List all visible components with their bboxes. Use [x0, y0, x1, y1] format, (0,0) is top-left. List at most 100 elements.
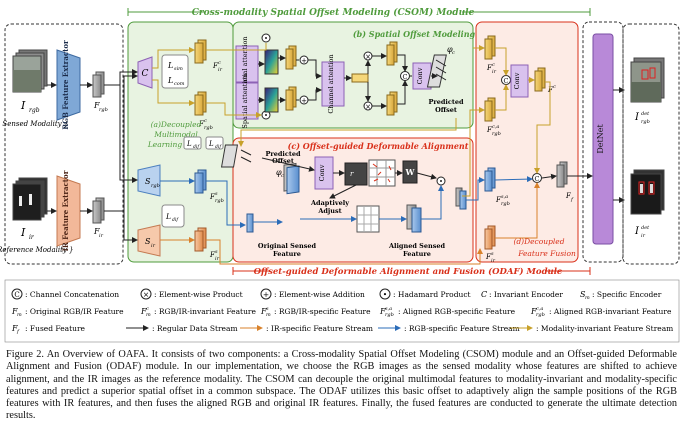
loss-dif-3: L	[165, 212, 171, 221]
deform-sampling-grid	[356, 205, 380, 233]
svg-text:ir: ir	[641, 233, 646, 239]
channel-attention-label: Channel attention	[327, 54, 335, 113]
legend-fused-symbol: F	[11, 324, 18, 333]
svg-text:+: +	[301, 97, 307, 105]
ir-output-label: I	[634, 226, 640, 237]
svg-text:m: m	[585, 295, 590, 301]
original-sensed-label-2: Feature	[273, 250, 301, 258]
legend-specific-feature-text: : RGB/IR-specific Feature	[274, 307, 371, 316]
rgb-image-stack	[12, 49, 48, 93]
fs-ir-label: F	[209, 251, 216, 259]
svg-text:m: m	[266, 312, 271, 318]
legend-invariant-text: : Invariant Encoder	[489, 290, 563, 299]
loss-sim: L	[167, 61, 173, 70]
legend-feature-text: : Original RGB/IR Feature	[25, 307, 124, 316]
d-fc-ir-stack	[484, 35, 496, 60]
svg-text:det: det	[641, 225, 650, 231]
specific-encoder-ir	[137, 224, 161, 257]
legend-hadamard-text: : Hadamard Product	[393, 290, 471, 299]
deform-output-stack	[455, 187, 467, 210]
d-fsa-rgb-stack	[484, 167, 496, 192]
conv-fusion	[510, 64, 529, 98]
svg-text:s: s	[266, 306, 269, 312]
ir-extractor-label: IR Feature Extractor	[61, 170, 70, 251]
fs-ir-sup: s	[215, 249, 218, 255]
d-fs-ir-label: F	[485, 253, 492, 261]
phi-c-label: φ	[276, 168, 282, 177]
adaptively-adjust-label-1: Adaptively	[310, 199, 349, 207]
svg-text:m: m	[146, 312, 151, 318]
svg-text:rgb: rgb	[385, 312, 394, 318]
decoupled-learning-title-2: Multimodal	[153, 130, 198, 139]
sam-feature-top	[285, 45, 297, 70]
channel-attention	[321, 61, 345, 107]
legend-rgb-stream-text: : RGB-specific Feature Stream	[404, 324, 520, 333]
phi-label: φ	[447, 45, 453, 54]
fc-ir-label: F	[212, 62, 219, 70]
loss-com-sub: com	[174, 81, 185, 87]
original-sensed-label-1: Original Sensed	[258, 242, 317, 250]
spatial-offset-title: (b) Spatial Offset Modeling	[353, 29, 476, 39]
conv-offset-label: Conv	[416, 67, 424, 84]
csom-title: Cross-modality Spatial Offset Modeling (…	[192, 7, 475, 18]
predicted-offset-label-1: Predicted	[428, 98, 464, 106]
fs-rgb-label: F	[209, 193, 216, 201]
ir-image-stack	[12, 177, 48, 221]
odaf-title: Offset-guided Deformable Alignment and F…	[254, 266, 563, 277]
svg-text:c: c	[452, 50, 455, 56]
aligned-sensed-label-2: Feature	[403, 250, 431, 258]
svg-text:×: ×	[365, 103, 371, 111]
fc-rgb-feature	[194, 91, 207, 116]
c-to-fcir-arrow	[152, 47, 195, 69]
svg-text:C: C	[504, 77, 509, 85]
predicted-offset-stack	[426, 54, 447, 88]
ir-detection-output	[630, 169, 665, 215]
fs-ir-sub: ir	[215, 256, 220, 262]
svg-text:c,a: c,a	[536, 306, 543, 312]
rgb-feature-extractor	[56, 49, 81, 121]
svg-text:s,a: s,a	[501, 194, 508, 200]
ff-fused-label: F	[565, 192, 572, 200]
detection-box	[582, 21, 624, 263]
rgb-input-sub: rgb	[29, 107, 40, 114]
spatial-attention-bottom	[235, 82, 259, 120]
predicted-offset-label-2: Offset	[435, 106, 457, 114]
loss-dif-box-3	[161, 204, 185, 228]
s-rgb-sub: rgb	[151, 183, 160, 189]
rgb-output-label: I	[634, 112, 640, 123]
spatial-attention-top-label: Spatial attention	[241, 36, 249, 91]
legend-aligned-invariant-symbol: F	[530, 307, 537, 316]
legend-invariant-stream-text: : Modality-invariant Feature Stream	[536, 324, 673, 333]
f-rgb-label: F	[93, 101, 100, 110]
svg-text:c,a: c,a	[492, 124, 499, 130]
f-rgb-feature	[92, 71, 105, 98]
aligned-sensed-feature	[406, 204, 422, 233]
alignment-title: (c) Offset-guided Deformable Alignment	[288, 141, 469, 151]
invariant-encoder-symbol: C	[142, 69, 149, 79]
aligned-sensed-label-1: Aligned Sensed	[388, 242, 446, 250]
svg-text:ir: ir	[491, 258, 496, 264]
d-fs-ir-stack	[484, 225, 496, 250]
legend: C : Channel Concatenation × : Element-wi…	[4, 279, 680, 343]
legend-fused-text: : Fused Feature	[25, 324, 86, 333]
loss-dif-3-sub: dif	[172, 217, 179, 223]
legend-product-icon	[140, 288, 152, 300]
sam-feature-bottom	[285, 86, 297, 111]
detnet-block	[592, 33, 614, 245]
legend-specific-text: : Specific Encoder	[592, 290, 662, 299]
loss-dif-box-2	[205, 136, 224, 150]
fc-rgb-label: F	[198, 120, 205, 128]
spatial-attention-bottom-label: Spatial attention	[241, 73, 249, 128]
svg-text:c: c	[281, 173, 284, 179]
svg-text:s,a: s,a	[385, 306, 392, 312]
loss-com: L	[167, 76, 173, 85]
svg-text:s: s	[491, 251, 494, 257]
svg-text:rgb: rgb	[536, 312, 545, 318]
svg-text:+: +	[263, 290, 269, 299]
d-fca-rgb-label: F	[486, 126, 493, 134]
svg-text:+: +	[301, 57, 307, 65]
loss-dif-1-sub: dif	[193, 144, 200, 150]
weight-block-label: W	[405, 167, 416, 177]
loss-dif-box-1	[183, 136, 202, 150]
